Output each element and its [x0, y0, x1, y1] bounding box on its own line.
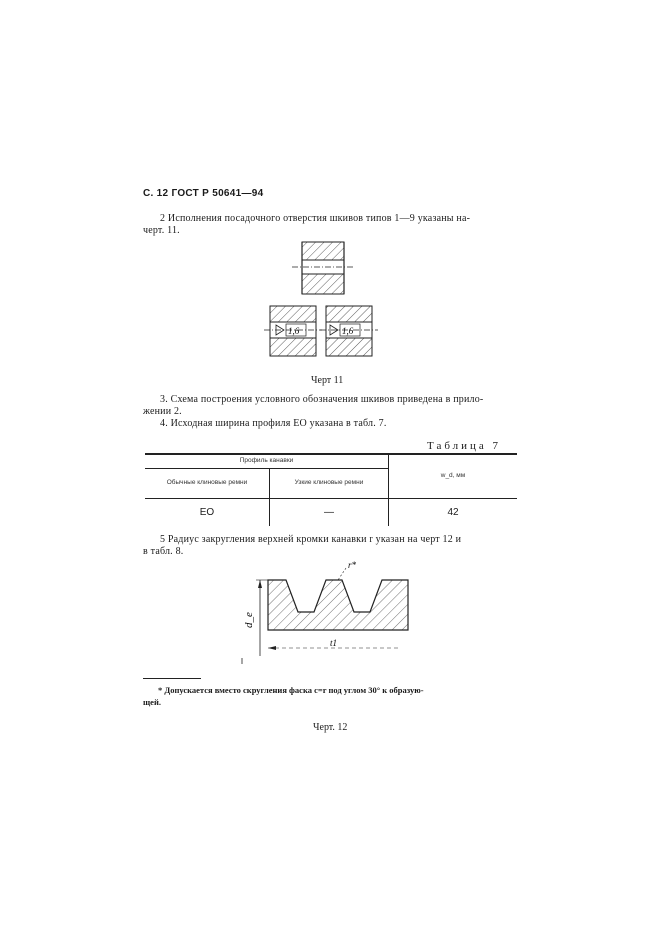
footnote-line-2: щей.: [143, 697, 161, 707]
table-cell-narrow: —: [269, 497, 389, 526]
paragraph-3-line-2: жении 2.: [143, 406, 182, 417]
paragraph-2-line-2: черт. 11.: [143, 225, 180, 236]
figure-11-caption: Черт 11: [311, 375, 344, 386]
table-cell-profile-eo: ЕО: [145, 497, 270, 526]
paragraph-3-line-1: 3. Схема построения условного обозначени…: [160, 394, 484, 405]
bore-section-top: [292, 241, 354, 295]
label-radius: r*: [348, 560, 357, 570]
figure-12-caption: Черт. 12: [313, 722, 348, 733]
paragraph-5-line-1: 5 Радиус закругления верхней кромки кана…: [160, 534, 462, 545]
label-de: d_e: [243, 612, 255, 628]
figure-12-drawing: d_e r* t1: [241, 560, 409, 664]
groove-profile: [267, 579, 409, 631]
label-dimension: t1: [330, 638, 337, 648]
table-cell-wd: 42: [388, 497, 517, 526]
footnote-separator: [143, 678, 201, 679]
paragraph-2-line-1: 2 Исполнения посадочного отверстия шкиво…: [160, 213, 471, 224]
footnote-line-1: * Допускается вместо скругления фаска c=…: [158, 685, 424, 695]
roughness-value-left: 1,6: [288, 326, 300, 336]
bore-section-keyway-right: 1,6: [320, 305, 378, 357]
paragraph-4: 4. Исходная ширина профиля ЕО указана в …: [160, 418, 387, 429]
table-col3-header: w_d, мм: [388, 453, 517, 499]
bore-section-keyway-left: 1,6: [264, 305, 322, 357]
table-7: Профиль канавки w_d, мм Обычные клиновые…: [145, 453, 517, 526]
figure-11-drawing: 1,6 1,6: [264, 241, 378, 357]
table-col2-header: Узкие клиновые ремни: [269, 467, 389, 499]
table-7-label: Таблица 7: [427, 440, 502, 452]
table-col1-header: Обычные клиновые ремни: [145, 467, 270, 499]
table-group-header: Профиль канавки: [145, 453, 389, 469]
page-header: С. 12 ГОСТ Р 50641—94: [143, 188, 264, 199]
roughness-value-right: 1,6: [342, 326, 354, 336]
paragraph-5-line-2: в табл. 8.: [143, 546, 184, 557]
